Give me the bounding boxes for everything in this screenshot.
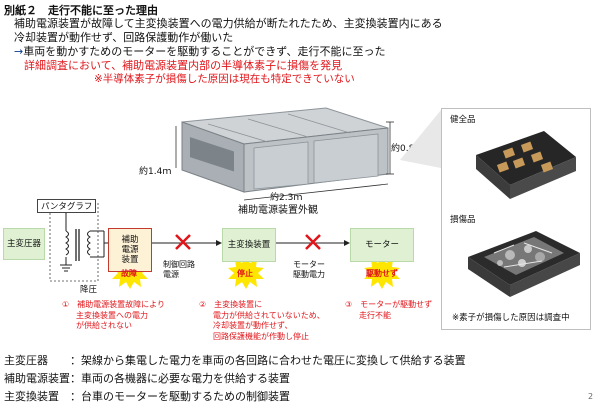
intro-line-5: ※半導体素子が損傷した原因は現在も特定できていない (94, 73, 355, 85)
legend-term: 主変換装置 ： (4, 390, 81, 403)
aux-power-line-1: 補助 (121, 235, 139, 245)
legend-desc: 架線から集電した電力を車両の各回路に合わせた電圧に変換して供給する装置 (81, 354, 466, 367)
note-1-line-3: が供給されない (76, 321, 132, 330)
note-2-line-2: 電力が供給されていないため、 (213, 310, 325, 320)
equipment-caption: 補助電源装置外観 (238, 205, 318, 216)
note-2-line-1: ② 主変換装置に (199, 300, 263, 309)
motor-box: モーター (350, 228, 414, 262)
stop-badge: 停止 (237, 269, 253, 278)
page-number: 2 (588, 392, 594, 401)
control-power-label: 制御回路 電源 (163, 260, 195, 279)
semiconductor-photo-panel: 健全品 損傷品 ※素子が損傷した原因は調査中 (441, 108, 591, 330)
note-3-line-2: 走行不能 (359, 310, 391, 320)
intro-line-4: 詳細調査において、補助電源装置内部の半導体素子に損傷を発見 (24, 59, 343, 72)
intro-line-3: →車両を動かすためのモーターを駆動することができず、走行不能に至った (14, 45, 385, 58)
aux-power-unit-image (175, 107, 394, 201)
fault-badge: 故障 (121, 269, 137, 278)
note-2: ② 主変換装置に 電力が供給されていないため、 冷却装置が動作せず、 回路保護機… (199, 300, 325, 342)
pantograph-label: パンタグラフ (37, 199, 97, 213)
note-1-line-1: ① 補助電源装置故障により (62, 300, 166, 309)
main-transformer-box: 主変圧器 (3, 228, 45, 260)
legend-aux-power: 補助電源装置：車両の各機器に必要な電力を供給する装置 (4, 372, 290, 385)
legend-term: 主変圧器 ： (4, 354, 81, 367)
damage-cause-note: ※素子が損傷した原因は調査中 (452, 313, 570, 323)
arrow-icon: → (14, 45, 24, 58)
legend-main-converter: 主変換装置 ：台車のモーターを駆動するための制御装置 (4, 390, 290, 403)
note-3-line-1: ③ モーターが駆動せず (345, 300, 433, 309)
legend-main-transformer: 主変圧器 ：架線から集電した電力を車両の各回路に合わせた電圧に変換して供給する装… (4, 354, 466, 367)
legend-term: 補助電源装置： (4, 372, 81, 385)
note-2-line-3: 冷却装置が動作せず、 (213, 321, 293, 330)
intro-line-1: 補助電源装置が故障して主変換装置への電力供給が断たれたため、主変換装置内にある (14, 17, 443, 30)
note-3: ③ モーターが駆動せず 走行不能 (345, 300, 432, 321)
motor-power-label: モーター 駆動電力 (293, 260, 325, 279)
note-1-line-2: 主変換装置への電力 (76, 310, 148, 320)
aux-power-box: 補助 電源 装置 (108, 228, 152, 272)
good-item-label: 健全品 (450, 115, 476, 125)
legend-desc: 車両の各機器に必要な電力を供給する装置 (81, 372, 290, 385)
page-title: 別紙２ 走行不能に至った理由 (4, 4, 158, 17)
callout-arrow (400, 110, 441, 168)
legend-desc: 台車のモーターを駆動するための制御装置 (81, 390, 290, 403)
step-down-label: 降圧 (80, 285, 98, 295)
dim-depth-label: 約0.8ｍ (391, 144, 424, 154)
damaged-item-label: 損傷品 (450, 215, 476, 225)
dim-width-label: 約2.3ｍ (270, 193, 303, 203)
note-1: ① 補助電源装置故障により 主変換装置への電力 が供給されない (62, 300, 165, 332)
aux-power-line-2: 電源 (121, 245, 139, 255)
no-drive-badge: 駆動せず (366, 269, 398, 278)
intro-line-2: 冷却装置が動作せず、回路保護動作が働いた (14, 31, 234, 44)
good-module-image (476, 131, 576, 199)
intro-line-3-text: 車両を動かすためのモーターを駆動することができず、走行不能に至った (23, 45, 386, 58)
aux-power-line-3: 装置 (121, 255, 139, 265)
main-converter-box: 主変換装置 (222, 228, 276, 262)
note-2-line-4: 回路保護機能が作動し停止 (213, 331, 309, 341)
damaged-module-image (468, 231, 580, 297)
dim-height-label: 約1.4ｍ (139, 167, 172, 177)
